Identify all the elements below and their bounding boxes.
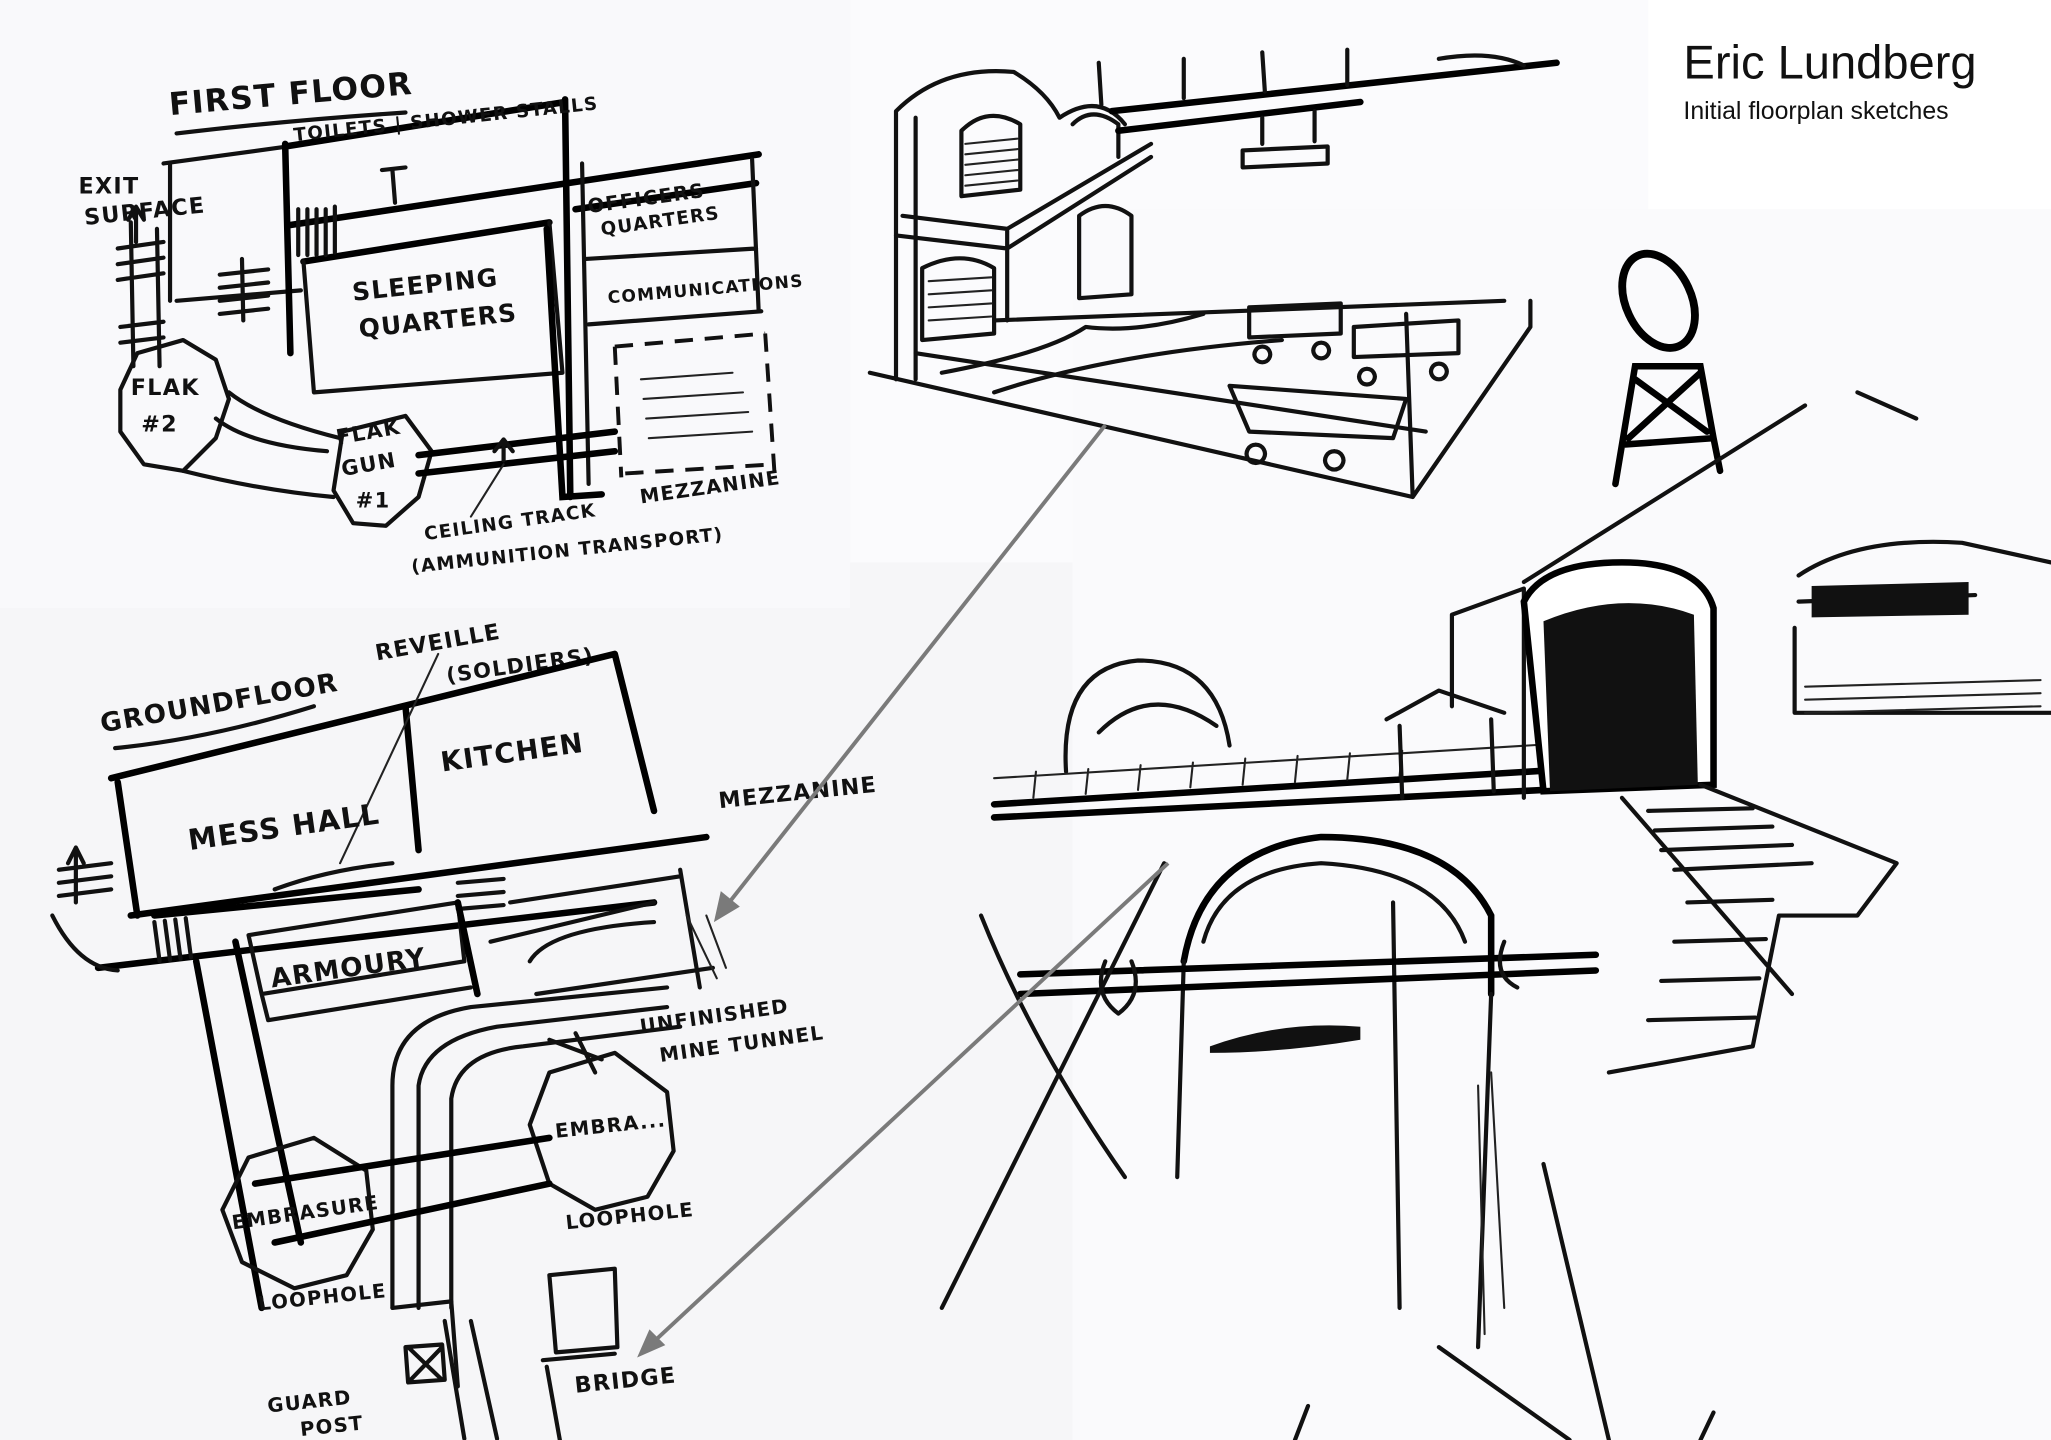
fortress-bridge-sketch <box>939 249 2051 1440</box>
paper-scan-right <box>1072 209 2051 1440</box>
flak-2-emplacement <box>118 337 231 473</box>
arrow-to-mezzanine <box>715 423 1107 920</box>
label-exit: EXIT <box>78 174 139 200</box>
paper-scan-top-left <box>0 0 851 609</box>
exit-stairs-icon <box>115 204 271 369</box>
stairs-icon <box>296 204 337 258</box>
ammo-cart-icon <box>1227 301 1461 472</box>
title-block: Eric Lundberg Initial floorplan sketches <box>1648 0 2051 210</box>
pointer-arrows <box>637 423 1170 1358</box>
ground-stairs-icon <box>56 861 506 964</box>
sheet-subtitle: Initial floorplan sketches <box>1683 98 1948 125</box>
embrasure-right-emplacement <box>527 1050 676 1212</box>
arrowhead-icon <box>713 891 740 923</box>
arrowhead-icon <box>637 1329 666 1358</box>
radar-tower-icon <box>1612 249 1724 488</box>
label-flak-gun-c: #1 <box>356 488 391 512</box>
author-name: Eric Lundberg <box>1683 35 1976 88</box>
arrow-to-bridge <box>639 861 1170 1356</box>
label-post: POST <box>299 1412 365 1440</box>
embrasure-left-emplacement <box>220 1135 375 1291</box>
stairs-icon <box>1606 782 1899 1075</box>
hangar-perspective-sketch <box>867 47 1560 500</box>
first-floor-plan: FIRST FLOOR <box>78 66 804 578</box>
flak-gun-1-emplacement <box>331 413 434 528</box>
label-flak-2-a: FLAK <box>131 375 200 401</box>
label-flak-2-b: #2 <box>141 412 178 438</box>
